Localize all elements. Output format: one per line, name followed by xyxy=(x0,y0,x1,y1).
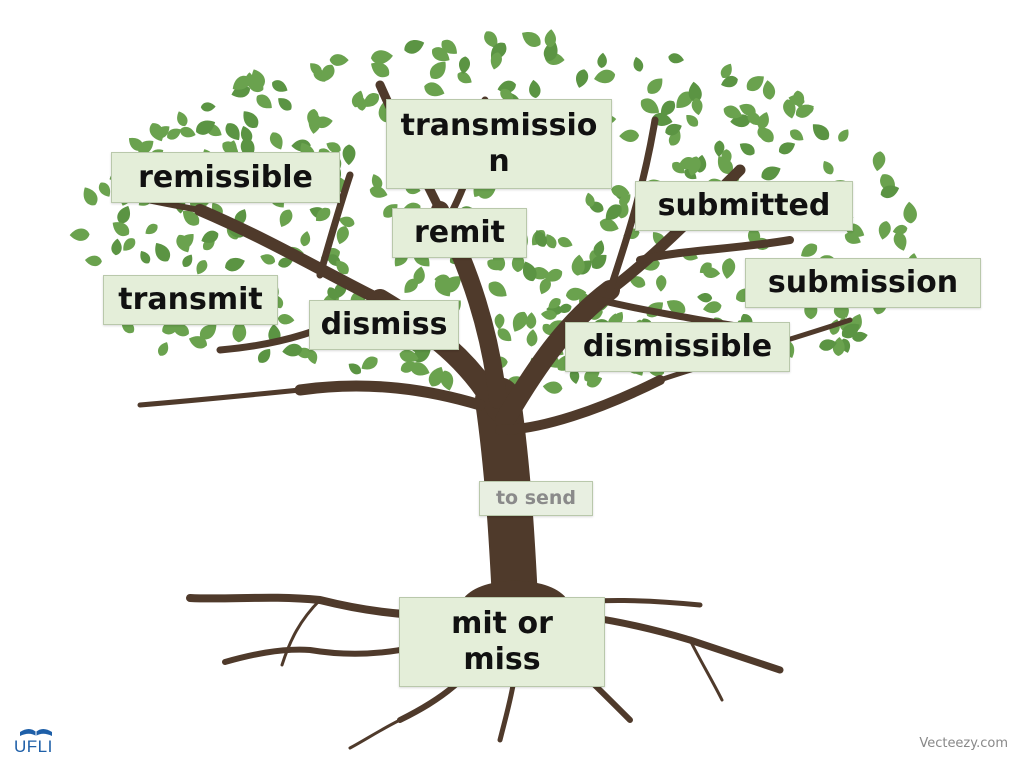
leaf xyxy=(358,353,381,374)
leaf xyxy=(137,248,153,266)
leaf xyxy=(84,254,103,267)
meaning-text: to send xyxy=(495,487,577,510)
leaf xyxy=(736,139,758,159)
leaf xyxy=(253,91,276,113)
leaf xyxy=(119,235,139,255)
leaf xyxy=(527,79,542,99)
leaf xyxy=(238,107,262,132)
leaf xyxy=(494,325,515,345)
leaf xyxy=(69,228,90,242)
word-box-remissible: remissible xyxy=(111,152,340,203)
word-text: submission xyxy=(767,265,959,300)
leaf xyxy=(631,55,645,73)
leaf xyxy=(596,52,608,69)
word-box-submitted: submitted xyxy=(635,181,853,231)
leaf xyxy=(902,201,918,224)
leaf xyxy=(618,129,640,143)
leaf xyxy=(345,360,364,377)
leaf xyxy=(174,109,190,129)
leaf xyxy=(178,125,198,140)
word-box-transmission: transmission xyxy=(386,99,612,189)
leaf xyxy=(422,79,447,100)
leaf xyxy=(761,79,777,101)
leaf xyxy=(370,48,394,65)
leaf xyxy=(155,339,172,358)
leaf xyxy=(787,126,807,145)
word-text: submitted xyxy=(657,188,831,223)
leaf xyxy=(556,234,575,250)
leaf xyxy=(180,252,196,270)
leaf xyxy=(150,239,174,265)
leaf xyxy=(655,274,667,292)
leaf xyxy=(592,67,617,86)
leaf xyxy=(518,27,544,51)
leaf xyxy=(876,219,893,241)
leaf xyxy=(542,380,564,395)
word-text: remit xyxy=(413,215,506,250)
word-text: dismissible xyxy=(582,329,773,364)
image-credit: Vecteezy.com xyxy=(919,736,1008,751)
leaf xyxy=(573,67,591,90)
leaf xyxy=(667,51,686,66)
leaf xyxy=(643,74,667,98)
leaf xyxy=(891,223,909,237)
leaf xyxy=(720,257,737,280)
leaf xyxy=(426,57,451,83)
leaf xyxy=(275,207,296,230)
leaf xyxy=(258,251,277,267)
leaf xyxy=(110,238,123,256)
logo-text: UFLI xyxy=(14,737,53,756)
meaning-box: to send xyxy=(479,481,593,516)
word-box-remit: remit xyxy=(392,208,527,258)
leaf xyxy=(142,221,160,238)
leaf xyxy=(402,36,427,57)
leaf xyxy=(696,292,713,303)
leaf xyxy=(274,94,295,114)
leaf xyxy=(525,328,539,348)
leaf xyxy=(79,184,101,209)
leaf xyxy=(267,129,287,153)
leaf xyxy=(222,119,245,144)
root-box: mit or miss xyxy=(399,597,605,687)
leaf xyxy=(299,230,312,248)
word-box-dismissible: dismissible xyxy=(565,322,790,372)
word-text: dismiss xyxy=(320,307,448,342)
word-text: transmit xyxy=(118,282,263,317)
leaf xyxy=(819,158,836,177)
leaf xyxy=(222,254,247,274)
leaf xyxy=(269,77,291,96)
leaf xyxy=(835,126,852,145)
word-text: transmission xyxy=(400,108,598,179)
word-box-dismiss: dismiss xyxy=(309,300,459,350)
leaf xyxy=(457,55,471,75)
word-text: remissible xyxy=(138,159,313,195)
book-logo-icon xyxy=(20,729,52,736)
word-box-transmit: transmit xyxy=(103,275,278,325)
leaf xyxy=(494,313,505,330)
leaf xyxy=(277,313,295,326)
word-box-submission: submission xyxy=(745,258,981,308)
leaf xyxy=(342,144,356,166)
root-text: mit or miss xyxy=(451,606,553,677)
leaf xyxy=(200,101,216,112)
leaf xyxy=(329,53,349,67)
leaf xyxy=(485,277,511,302)
leaf xyxy=(870,150,887,173)
leaf xyxy=(776,138,798,157)
leaf xyxy=(808,119,833,144)
leaf xyxy=(193,257,210,277)
